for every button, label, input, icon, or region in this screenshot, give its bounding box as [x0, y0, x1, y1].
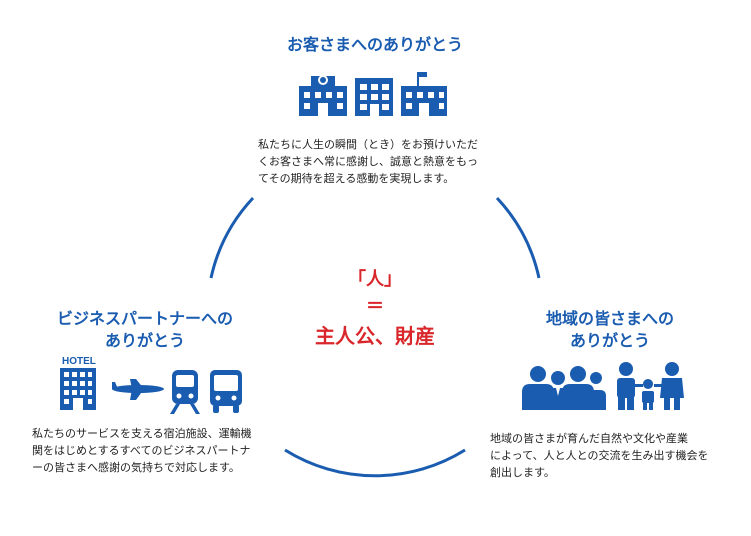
- bus-icon: [210, 370, 242, 413]
- family-icon: [617, 362, 684, 410]
- hotel-label: HOTEL: [62, 356, 96, 367]
- top-line-3: てその期待を超える感動を実現します。: [258, 172, 455, 185]
- train-icon: [170, 370, 200, 414]
- right-title: 地域の皆さまへの ありがとう: [495, 308, 725, 352]
- airplane-icon: [112, 379, 164, 400]
- left-title-line-1: ビジネスパートナーへの: [56, 309, 233, 328]
- buildings-icon: [299, 72, 447, 116]
- arc-bottom: [284, 448, 466, 478]
- right-line-2: によって、人と人との交流を生み出す機会を: [490, 449, 709, 462]
- right-title-line-1: 地域の皆さまへの: [545, 309, 674, 328]
- left-line-3: ーの皆さまへ感謝の気持ちで対応します。: [32, 461, 240, 474]
- top-title: お客さまへのありがとう: [286, 35, 463, 54]
- right-line-3: 創出します。: [490, 466, 555, 479]
- left-line-2: 関をはじめとするすべてのビジネスパートナ: [32, 444, 251, 457]
- top-description: 私たちに人生の瞬間（とき）をお預けいただ くお客さまへ常に感謝し、誠意と熱意をも…: [258, 136, 508, 187]
- center-protagonist-asset: 主人公、財産: [315, 324, 435, 348]
- center-equals: ＝: [366, 296, 384, 317]
- right-line-1: 地域の皆さまが育んだ自然や文化や産業: [490, 432, 688, 445]
- top-line-1: 私たちに人生の瞬間（とき）をお預けいただ: [258, 138, 478, 151]
- top-line-2: くお客さまへ常に感謝し、誠意と熱意をもっ: [258, 155, 478, 168]
- right-description: 地域の皆さまが育んだ自然や文化や産業 によって、人と人との交流を生み出す機会を …: [490, 430, 750, 481]
- right-title-line-2: ありがとう: [569, 331, 650, 350]
- hotel-icon: [60, 368, 96, 410]
- center-person-label: 「人」: [348, 269, 402, 290]
- business-people-icon: [522, 366, 606, 410]
- left-title-line-2: ありがとう: [104, 331, 185, 350]
- left-description: 私たちのサービスを支える宿泊施設、運輸機 関をはじめとするすべてのビジネスパート…: [32, 425, 292, 476]
- arc-top-right: [495, 196, 541, 279]
- left-title: ビジネスパートナーへの ありがとう: [30, 308, 260, 352]
- arc-top-left: [209, 196, 255, 279]
- left-line-1: 私たちのサービスを支える宿泊施設、運輸機: [32, 427, 252, 440]
